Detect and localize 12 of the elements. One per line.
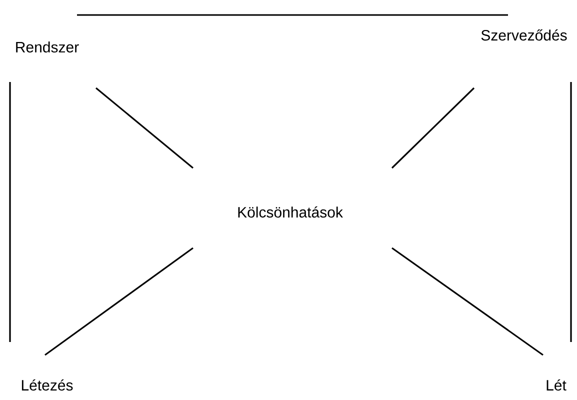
connector-line: [391, 87, 475, 169]
connector-line: [96, 87, 194, 169]
node-label: Kölcsönhatások: [238, 206, 343, 218]
connector-line: [44, 247, 194, 356]
connector-line: [9, 82, 11, 342]
connector-line: [392, 247, 544, 356]
node-label: Lét: [546, 379, 566, 391]
node-label: Szerveződés: [481, 29, 567, 41]
node-label: Rendszer: [16, 42, 79, 52]
connector-line: [77, 14, 508, 16]
node-label: Létezés: [22, 379, 73, 391]
connector-line: [570, 82, 572, 342]
